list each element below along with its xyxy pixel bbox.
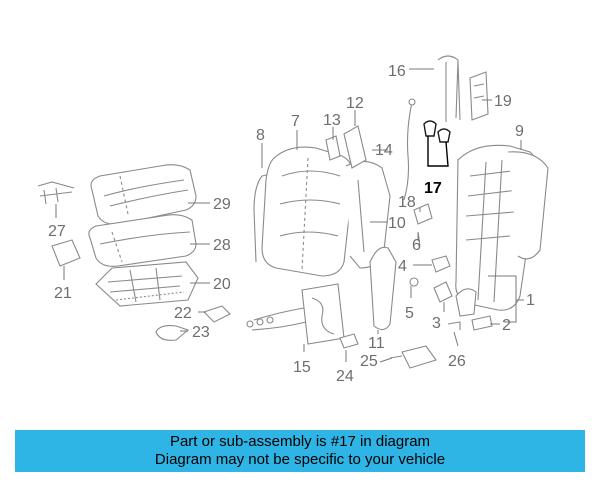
part-7-backrest-cover: [261, 146, 355, 277]
part-18-clip: [413, 203, 433, 225]
callout-16: 16: [388, 63, 406, 80]
part-25-module: [389, 345, 437, 369]
callout-25: 25: [360, 353, 378, 370]
callout-18: 18: [398, 194, 416, 211]
part-3-cam: [433, 281, 453, 303]
callout-5: 5: [405, 305, 414, 322]
parts-diagram: 1 2 3 4 5 6 7 8 9 10 11 12 13 14 15 16 1…: [37, 55, 549, 385]
callout-labels: 1 2 3 4 5 6 7 8 9 10 11 12 13 14 15 16 1…: [48, 63, 535, 385]
callout-9: 9: [515, 123, 524, 140]
part-4-lever: [431, 255, 451, 273]
part-info-banner: Part or sub-assembly is #17 in diagram D…: [15, 430, 585, 472]
callout-13: 13: [323, 112, 341, 129]
callout-4: 4: [398, 258, 407, 275]
banner-line-part-number: Part or sub-assembly is #17 in diagram: [169, 433, 431, 450]
callout-2: 2: [502, 317, 511, 334]
part-11-side-panel: [369, 246, 397, 331]
callout-10: 10: [388, 215, 406, 232]
part-12-guide: [343, 125, 367, 169]
part-21-cover: [51, 239, 81, 267]
callout-3: 3: [432, 315, 441, 332]
banner-line-disclaimer: Diagram may not be specific to your vehi…: [154, 451, 446, 468]
callout-11: 11: [368, 335, 385, 352]
callout-20: 20: [213, 276, 231, 293]
part-23-trim: [155, 325, 190, 341]
part-9-backrest-frame: [455, 144, 549, 311]
callout-15: 15: [293, 359, 311, 376]
callout-22: 22: [174, 305, 192, 322]
part-2-bracket: [455, 288, 493, 331]
part-15-mat: [246, 283, 345, 345]
part-20-cushion-frame: [95, 261, 199, 307]
callout-27: 27: [48, 223, 66, 240]
callout-17-highlighted: 17: [424, 180, 442, 197]
leader-lines: [55, 68, 524, 363]
callout-14: 14: [375, 142, 393, 159]
part-27-bracket: [37, 181, 75, 205]
part-1-bracket-lines: [488, 275, 517, 323]
callout-12: 12: [346, 95, 364, 112]
callout-24: 24: [336, 368, 354, 385]
part-22-knob: [202, 305, 231, 323]
part-19-bracket: [469, 71, 489, 121]
callout-29: 29: [213, 196, 231, 213]
callout-23: 23: [192, 324, 210, 341]
part-26-screw: [447, 321, 461, 330]
callout-8: 8: [256, 127, 265, 144]
part-16-headrest-guides: [437, 55, 461, 122]
callout-1: 1: [526, 292, 535, 309]
callout-6: 6: [412, 237, 421, 254]
part-29-cushion-cover: [90, 164, 197, 225]
part-17-headrest-sleeve: [423, 120, 451, 167]
callout-19: 19: [494, 93, 512, 110]
part-5-washer: [409, 277, 419, 287]
callout-7: 7: [291, 113, 300, 130]
callout-21: 21: [54, 285, 72, 302]
part-24-connector: [339, 333, 359, 349]
callout-28: 28: [213, 237, 231, 254]
part-14-cable: [403, 98, 416, 201]
callout-26: 26: [448, 353, 466, 370]
